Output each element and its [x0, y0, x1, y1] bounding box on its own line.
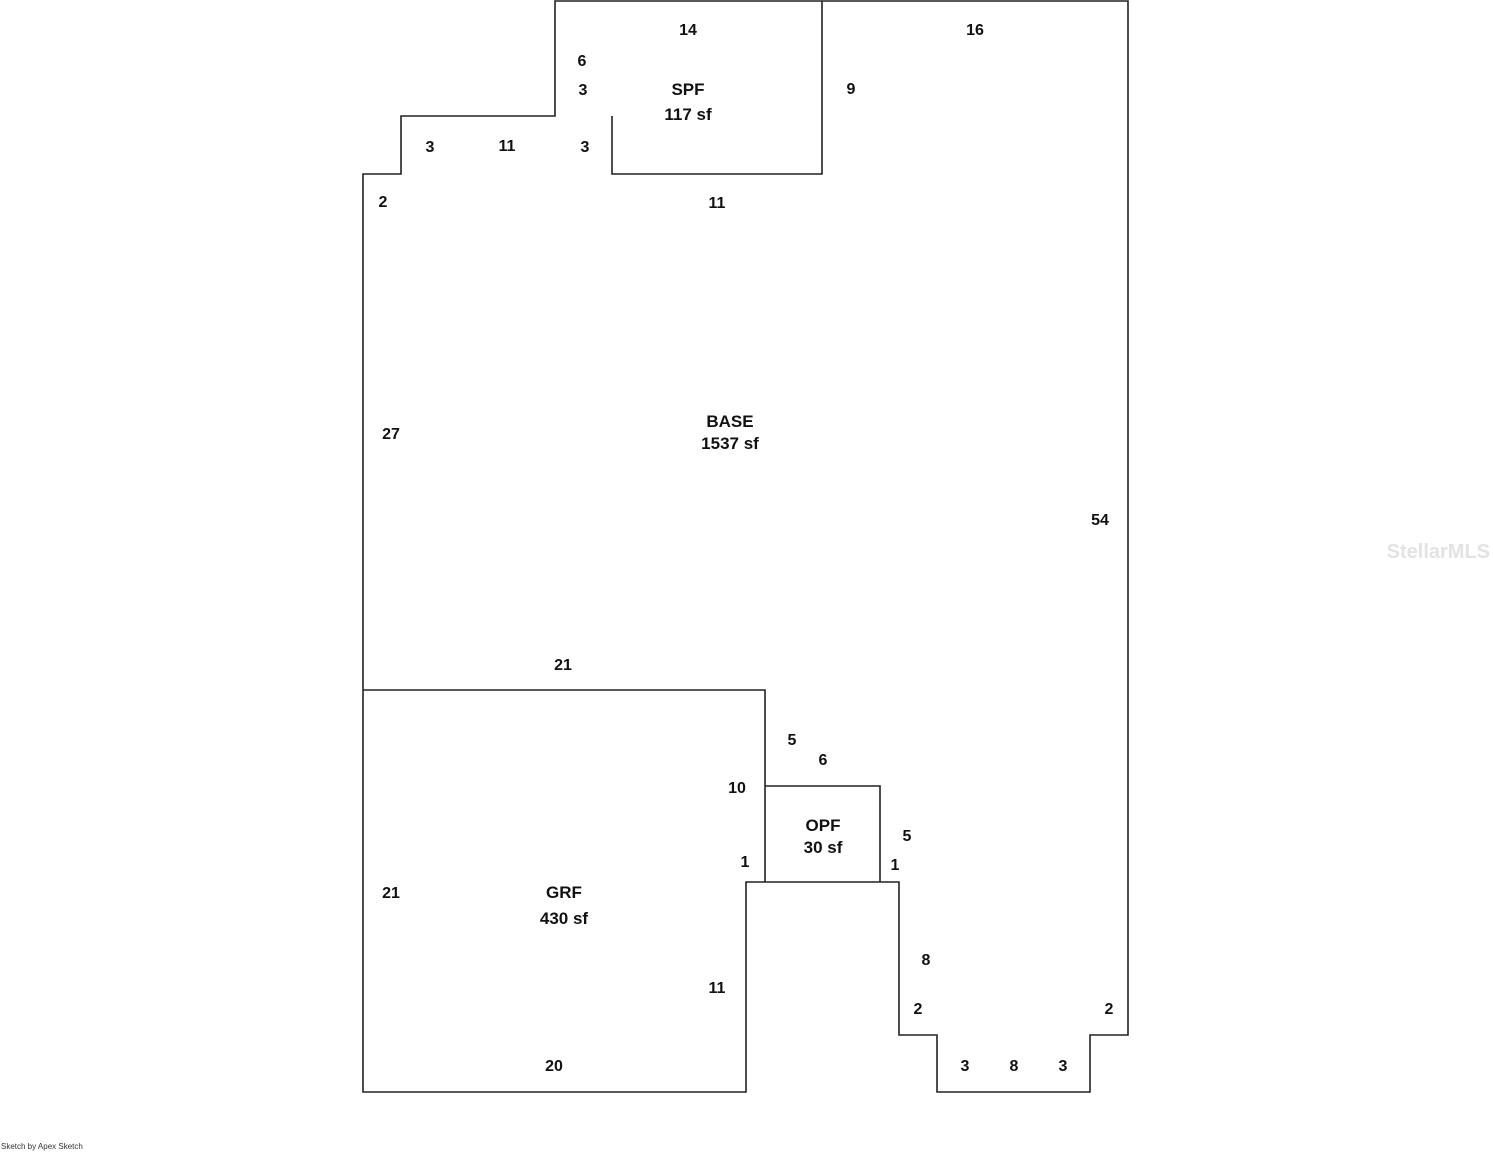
dimension-label: 11 — [709, 980, 726, 997]
grf-area-size: 430 sf — [540, 909, 589, 928]
base-area-name: BASE — [706, 412, 753, 431]
spf-area-name: SPF — [671, 80, 704, 99]
spf-area-boundary — [611, 1, 823, 175]
grf-area-name: GRF — [546, 883, 582, 902]
dimension-label: 54 — [1091, 512, 1109, 529]
dimension-label: 3 — [426, 139, 435, 156]
dimension-label: 11 — [709, 195, 726, 212]
dimension-label: 2 — [379, 194, 388, 211]
dimension-label: 3 — [581, 139, 590, 156]
dimension-label: 3 — [1059, 1058, 1068, 1075]
dimension-label: 8 — [922, 952, 931, 969]
base-area-size: 1537 sf — [701, 434, 759, 453]
dimension-label: 14 — [679, 22, 697, 39]
dimension-label: 6 — [578, 53, 587, 70]
dimension-label: 16 — [966, 22, 984, 39]
sketch-credit: Sketch by Apex Sketch — [1, 1142, 83, 1151]
dimension-label: 10 — [728, 780, 746, 797]
dimension-label: 1 — [741, 854, 750, 871]
dimension-label: 27 — [382, 426, 400, 443]
dimension-label: 21 — [554, 657, 572, 674]
dimension-label: 1 — [891, 857, 900, 874]
dimension-label: 2 — [914, 1001, 923, 1018]
opf-area-boundary — [765, 785, 881, 882]
dimension-label: 9 — [847, 81, 856, 98]
dimension-label: 8 — [1010, 1058, 1019, 1075]
opf-area-size: 30 sf — [804, 838, 843, 857]
dimension-label: 6 — [819, 752, 828, 769]
dimension-label: 20 — [545, 1058, 563, 1075]
watermark: StellarMLS — [1387, 541, 1490, 563]
dimension-label: 3 — [961, 1058, 970, 1075]
dimension-label: 5 — [788, 732, 797, 749]
building-outline — [362, 0, 1129, 1093]
dimension-label: 11 — [499, 138, 516, 155]
grf-area-boundary — [363, 689, 766, 882]
dimension-label: 3 — [579, 82, 588, 99]
opf-area-name: OPF — [806, 816, 841, 835]
dimension-label: 21 — [382, 885, 400, 902]
spf-area-size: 117 sf — [664, 105, 712, 124]
dimension-label: 2 — [1105, 1001, 1114, 1018]
dimension-label: 5 — [903, 828, 912, 845]
